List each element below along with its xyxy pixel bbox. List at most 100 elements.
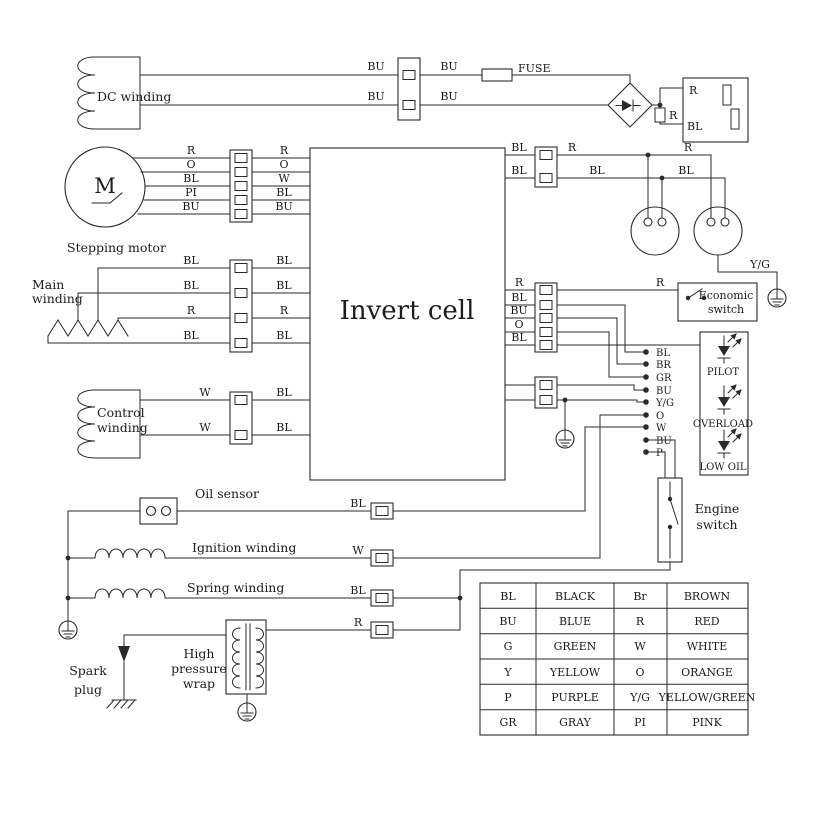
connector	[229, 259, 253, 353]
wire-label: BL	[183, 254, 199, 267]
invert-cell-label: Invert cell	[340, 296, 475, 326]
wire-label: BL	[350, 497, 366, 510]
wire-label: R	[354, 616, 363, 629]
legend-cell: RED	[694, 615, 719, 628]
terminal-label: O	[656, 411, 664, 422]
legend-cell: BLUE	[559, 615, 591, 628]
wire-label: BL	[511, 141, 527, 154]
oil-sensor-box	[139, 497, 178, 525]
control-winding: Control winding W W BL BL	[77, 386, 311, 459]
legend-cell: PINK	[692, 716, 722, 729]
wire-label: R	[515, 276, 524, 289]
led-icon	[718, 346, 730, 356]
ignition-winding: Ignition winding W	[67, 414, 644, 567]
wire-label: R	[689, 84, 698, 97]
legend-cell: BL	[500, 590, 516, 603]
ac-outlet: R BL	[682, 77, 749, 143]
wire-label: R	[187, 144, 196, 157]
wire-label: BL	[350, 584, 366, 597]
left-ground-bus	[58, 510, 78, 640]
round-socket	[693, 206, 743, 256]
terminal-strip: BL BR GR BU Y/G O W BU P	[643, 348, 674, 459]
legend-cell: GRAY	[559, 716, 592, 729]
legend-cell: BROWN	[684, 590, 731, 603]
control-winding-label: winding	[97, 420, 148, 435]
fuse-label: FUSE	[518, 62, 550, 75]
spark-plug: Spark plug	[69, 634, 227, 709]
wire-label: O	[186, 158, 195, 171]
spring-coil	[94, 588, 166, 599]
pilot-label: PILOT	[707, 367, 740, 378]
economic-switch-label: Economic	[699, 289, 754, 302]
wire-label: R	[684, 141, 693, 154]
legend-cell: WHITE	[687, 640, 728, 653]
spark-plug-label: plug	[74, 682, 102, 697]
connector	[534, 146, 558, 188]
transformer-box	[225, 619, 267, 695]
wire-label: BL	[511, 331, 527, 344]
motor-symbol: M	[94, 174, 116, 198]
wire-label: BL	[276, 186, 292, 199]
wire-label: R	[656, 276, 665, 289]
wire-label: BU	[275, 200, 292, 213]
spring-winding: Spring winding BL	[67, 580, 463, 607]
terminal-label: Y/G	[655, 398, 674, 409]
led-panel: PILOT OVERLOAD LOW OIL	[693, 331, 753, 476]
ignition-winding-label: Ignition winding	[192, 540, 296, 555]
invert-cell: Invert cell	[309, 147, 506, 481]
legend-cell: R	[636, 615, 645, 628]
legend-cell: YELLOW	[549, 666, 601, 679]
wire-label: O	[279, 158, 288, 171]
legend-cell: G	[504, 640, 513, 653]
wire-label: R	[280, 144, 289, 157]
legend-cell: P	[504, 691, 512, 704]
led-icon	[718, 441, 730, 451]
overload-label: OVERLOAD	[693, 419, 753, 430]
spark-plug-icon	[118, 646, 130, 662]
wire-label: BL	[511, 291, 527, 304]
led-icon	[718, 397, 730, 407]
bridge-diamond	[607, 82, 653, 128]
main-winding: Main winding BL BL R BL BL BL R BL	[32, 254, 311, 353]
wire-label: R	[280, 304, 289, 317]
wire-label: BL	[276, 279, 292, 292]
low-oil-label: LOW OIL	[699, 462, 746, 473]
high-pressure-wrap: High pressure wrap R	[171, 569, 461, 722]
main-winding-coil	[47, 319, 129, 337]
round-socket	[630, 206, 680, 256]
connector	[229, 391, 253, 445]
legend-cell: BLACK	[555, 590, 596, 603]
wire-label: R	[669, 109, 678, 122]
rectifier-bridge: R	[607, 82, 684, 128]
legend-cell: ORANGE	[681, 666, 733, 679]
legend-cell: O	[635, 666, 644, 679]
main-winding-label: Main	[32, 277, 64, 292]
wire-label: BU	[182, 200, 199, 213]
motor-step-icon	[91, 192, 123, 204]
spark-plug-label: Spark	[69, 663, 107, 678]
connector	[534, 376, 558, 409]
main-winding-label: winding	[32, 291, 83, 306]
engine-switch: Engine switch	[459, 439, 739, 571]
wire-label: BL	[276, 386, 292, 399]
yg-ground: Y/G	[717, 254, 787, 308]
signal-outputs: R BL BU O BL	[504, 276, 701, 378]
terminal-label: BR	[656, 360, 671, 371]
economic-switch-label: switch	[708, 303, 744, 316]
wire-label: R	[568, 141, 577, 154]
wire-label: BU	[440, 90, 457, 103]
oil-sensor-label: Oil sensor	[195, 486, 259, 501]
legend-cell: W	[634, 640, 646, 653]
transformer-secondary-coil	[255, 627, 264, 689]
led-panel-box	[699, 331, 749, 476]
dc-winding-circuit: DC winding BU BU BU BU FUSE	[77, 56, 631, 130]
fuse-symbol	[481, 68, 513, 82]
engine-switch-label: switch	[696, 517, 737, 532]
wire-label: BL	[678, 164, 694, 177]
high-pressure-label: wrap	[183, 676, 215, 691]
outlet-slot-icon	[722, 84, 732, 106]
legend-cell: GR	[499, 716, 517, 729]
diode-icon	[622, 100, 632, 111]
